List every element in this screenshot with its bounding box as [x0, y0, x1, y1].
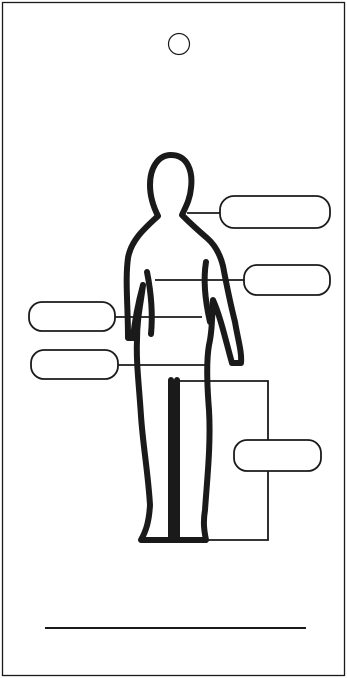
waist-measurement-box[interactable]: [29, 302, 115, 331]
neck-measurement-box[interactable]: [220, 196, 330, 228]
tag-border: [3, 3, 345, 676]
hip-measurement-box[interactable]: [31, 350, 118, 379]
chest-measurement-box[interactable]: [244, 265, 330, 295]
hang-hole-icon: [169, 34, 190, 55]
inseam-measurement-box[interactable]: [234, 440, 321, 471]
